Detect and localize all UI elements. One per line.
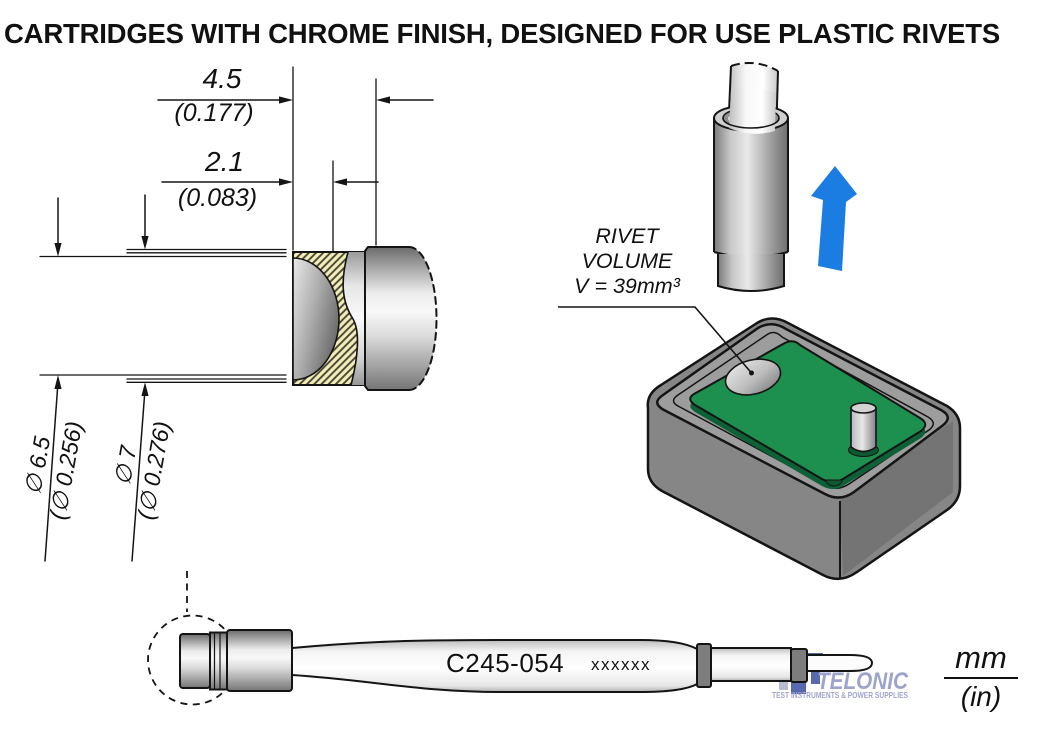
dim-depth-in: (0.083) <box>177 184 258 212</box>
mold-box <box>558 306 962 581</box>
telonic-wordmark: TELONIC <box>817 668 909 695</box>
rivet-volume-dome <box>724 358 782 396</box>
box-right-face <box>840 421 953 576</box>
dim-depth-lines <box>161 178 379 186</box>
cartridge-side-view <box>147 571 874 706</box>
rear-cylinder <box>365 247 437 390</box>
part-number: C245-054 <box>446 648 565 678</box>
units-legend: mm (in) <box>944 640 1018 713</box>
rivet-collar <box>717 254 785 292</box>
leader-line <box>558 306 753 374</box>
pin-body <box>850 407 877 453</box>
dim-depth-mm: 2.1 <box>205 146 244 177</box>
cartridge-tip-section <box>179 633 211 689</box>
dim-length-mm: 4.5 <box>202 63 242 94</box>
cartridge-ridge-band <box>209 631 228 691</box>
tip-cross-section <box>292 246 438 391</box>
cartridge-collar-1 <box>696 643 712 688</box>
cartridge-body-section <box>226 629 293 692</box>
hidden-edge-dashed <box>408 246 438 391</box>
solder-cavity <box>292 257 340 381</box>
extension-lines-left <box>39 248 287 383</box>
rivet-note-line1: RIVET <box>595 224 659 248</box>
board-notch <box>825 479 843 487</box>
dia-inner-dimension <box>44 197 62 562</box>
cartridge-rear-cylinder <box>710 647 792 682</box>
page-title: CARTRIDGES WITH CHROME FINISH, DESIGNED … <box>4 18 1000 49</box>
cartridge-contact-tip <box>806 654 874 672</box>
rivet-note-line3: V = 39mm³ <box>574 274 680 298</box>
tube-break-edge <box>730 61 779 72</box>
pin-top <box>850 402 877 414</box>
rivet-sleeve <box>714 118 788 257</box>
units-imperial: (in) <box>960 681 1002 712</box>
up-arrow-icon <box>811 166 857 271</box>
bore-wall <box>343 252 365 385</box>
telonic-tagline: TEST INSTRUMENTS & POWER SUPPLIES <box>772 690 908 700</box>
dia-outer-dimension <box>131 194 149 562</box>
units-metric: mm <box>944 640 1018 679</box>
rivet-note-line2: VOLUME <box>581 249 673 273</box>
dim-length-in: (0.177) <box>174 99 254 127</box>
section-view <box>39 66 438 562</box>
leader-dot <box>749 370 754 376</box>
rivet-illustration <box>713 61 857 292</box>
rivet-volume-note: RIVET VOLUME V = 39mm³ <box>552 224 702 299</box>
serial-marking: xxxxxx <box>591 655 651 674</box>
dim-length-lines <box>157 96 434 104</box>
cartridge-collar-2 <box>790 648 808 683</box>
